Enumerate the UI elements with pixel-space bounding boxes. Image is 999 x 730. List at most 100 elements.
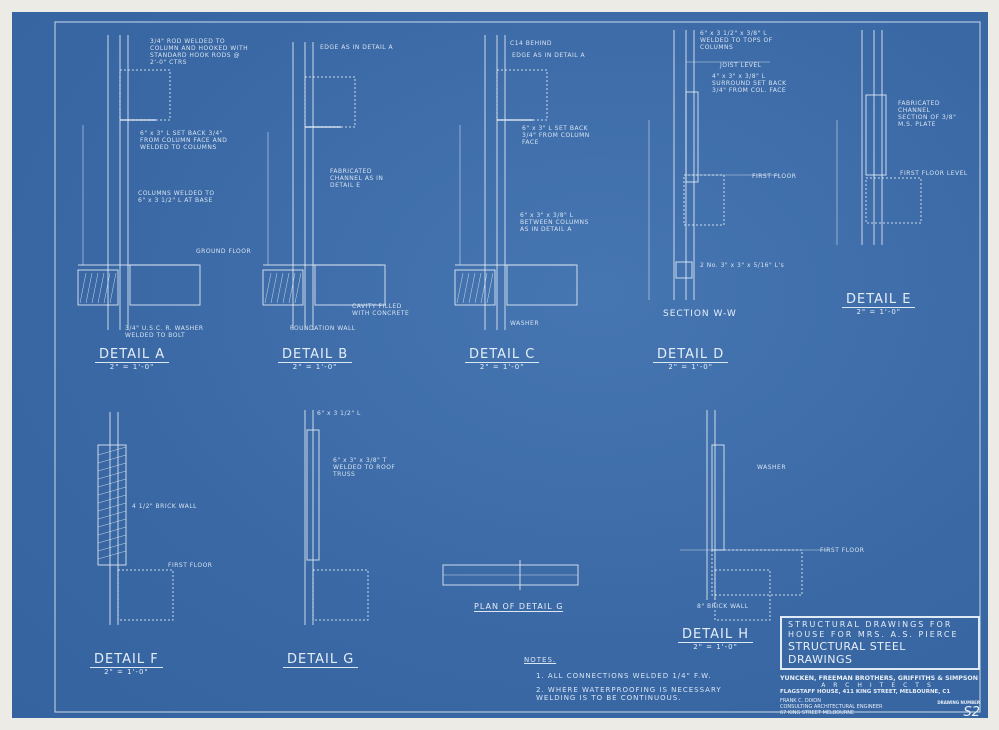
detail-f-wall-hatch [97,494,127,504]
annotation: 6" x 3" L SET BACK 3/4" FROM COLUMN FACE… [140,130,228,151]
detail-e-channel [865,94,887,176]
annotation: 4 1/2" BRICK WALL [132,503,198,510]
notes-heading: NOTES. [524,656,557,664]
detail-d-scale: 2" = 1'-0" [668,363,713,371]
detail-c-hatch [480,272,488,304]
detail-c-title: DETAIL C [465,347,540,363]
detail-b-scale: 2" = 1'-0" [292,363,338,371]
annotation: EDGE AS IN DETAIL A [512,52,586,59]
detail-a-scale: 2" = 1'-0" [109,363,155,371]
detail-f-wall-hatch [97,478,127,488]
detail-f-title: DETAIL F [90,652,163,668]
annotation: WASHER [510,320,539,327]
detail-e-title: DETAIL E [842,292,916,308]
detail-h-scale: 2" = 1'-0" [693,643,738,651]
annotation: FIRST FLOOR [820,547,865,554]
title-line-2: HOUSE FOR MRS. A.S. PIERCE [788,630,959,639]
title-line-1: STRUCTURAL DRAWINGS FOR [788,620,953,629]
detail-a-hatch [109,272,117,304]
detail-f-beam [117,569,174,621]
engineer-block: FRANK C. DIXON CONSULTING ARCHITECTURAL … [780,698,882,720]
firm-name: YUNCKEN, FREEMAN BROTHERS, GRIFFITHS & S… [780,675,978,682]
detail-g-channel [306,429,320,561]
detail-b-foundation [262,269,304,306]
section-ww-label: SECTION W-W [663,309,737,319]
blueprint-sheet [12,12,988,718]
annotation: 6" x 3" x 3/8" T WELDED TO ROOF TRUSS [333,457,396,478]
annotation: C14 BEHIND [510,40,553,47]
annotation: 4" x 3" x 3/8" L SURROUND SET BACK 3/4" … [712,73,787,94]
detail-e-beam [865,177,922,224]
annotation: 6" x 3 1/2" L [317,410,361,417]
detail-a-foundation [77,269,119,306]
drawing-number: S2 [963,705,980,720]
detail-h-column-box [711,444,725,551]
detail-d-section-box [675,261,693,279]
annotation: FIRST FLOOR LEVEL [900,170,968,177]
detail-f-wall-hatch [97,446,127,456]
detail-f-wall-hatch [97,470,127,480]
detail-f-wall-hatch [97,462,127,472]
detail-c-foundation [454,269,496,306]
drawing-title: STRUCTURAL STEEL DRAWINGS [788,640,906,666]
detail-c-slab [506,264,578,306]
annotation: 8" BRICK WALL [697,603,749,610]
detail-g-label: DETAIL G [283,652,359,668]
detail-c-hatch [486,272,494,304]
note-item: 2. WHERE WATERPROOFING IS NECESSARY WELD… [536,686,722,702]
annotation: FIRST FLOOR [752,173,797,180]
detail-f-wall-hatch [97,502,127,512]
annotation: EDGE AS IN DETAIL A [320,44,394,51]
detail-c-hatch [462,272,470,304]
detail-d-channel [685,91,699,183]
engineer-name: FRANK C. DIXON [780,698,821,704]
detail-f-wall-hatch [97,454,127,464]
engineer-role: CONSULTING ARCHITECTURAL ENGINEER [780,704,883,710]
detail-f-wall-hatch [97,542,127,552]
detail-a-hatch [103,272,111,304]
detail-b-title: DETAIL B [278,347,353,363]
annotation: 3/4" ROD WELDED TO COLUMN AND HOOKED WIT… [150,38,249,66]
drawing-number-label: DRAWING NUMBER [937,700,980,705]
annotation: WASHER [757,464,786,471]
detail-f-brick-wall [97,444,127,566]
firm-role: ARCHITECTS [821,682,939,689]
detail-b-hatch [294,272,302,304]
annotation: CAVITY FILLED WITH CONCRETE [352,303,410,317]
detail-d-title: DETAIL D [653,347,729,363]
detail-a-hatch [91,272,99,304]
detail-a-hatch [97,272,105,304]
annotation: 6" x 3" x 3/8" L BETWEEN COLUMNS AS IN D… [520,212,589,233]
detail-b-hatch [264,272,272,304]
detail-c-hatch [468,272,476,304]
detail-f-wall-hatch [97,486,127,496]
firm-address: FLAGSTAFF HOUSE, 411 KING STREET, MELBOU… [780,689,951,695]
detail-h-title: DETAIL H [678,627,754,643]
detail-f-wall-hatch [97,526,127,536]
annotation: GROUND FLOOR [196,248,252,255]
title-box: STRUCTURAL DRAWINGS FOR HOUSE FOR MRS. A… [780,616,980,670]
detail-f-wall-hatch [97,518,127,528]
engineer-address: 67 KING STREET MELBOURNE [780,710,855,716]
detail-h-slab [711,549,803,596]
detail-g-title: DETAIL G [283,652,359,668]
annotation: 2 No. 3" x 3" x 5/16" L's [700,262,785,269]
annotation: FABRICATED CHANNEL AS IN DETAIL E [330,168,384,189]
detail-f-wall-hatch [97,510,127,520]
title-block: STRUCTURAL DRAWINGS FOR HOUSE FOR MRS. A… [780,616,980,720]
detail-b-hatch [288,272,296,304]
detail-b-hatch [276,272,284,304]
detail-f-wall-hatch [97,534,127,544]
annotation: COLUMNS WELDED TO 6" x 3 1/2" L AT BASE [138,190,215,204]
detail-f-wall-hatch [97,550,127,560]
detail-a-hatch [85,272,93,304]
detail-c-scale: 2" = 1'-0" [479,363,525,371]
detail-f-scale: 2" = 1'-0" [104,668,149,676]
